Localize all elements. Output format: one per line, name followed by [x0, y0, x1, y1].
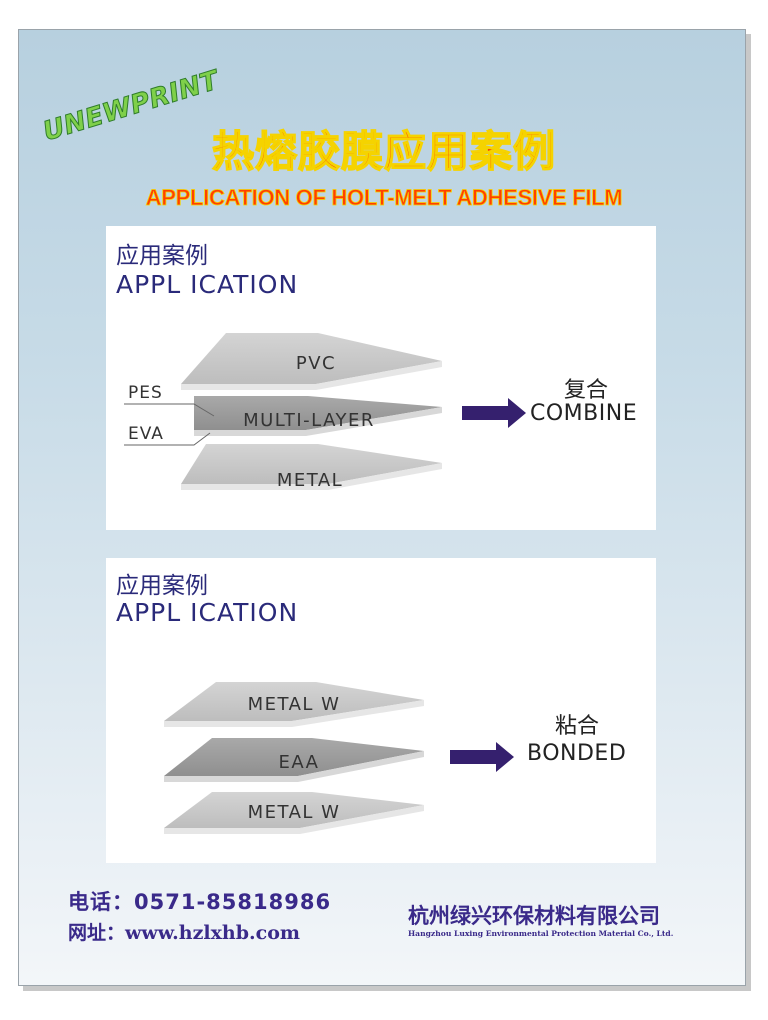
side-label-pes: PES [128, 383, 163, 403]
layer-metal: METAL [181, 444, 442, 491]
layer-stack-diagram: PVC MULTI-LAYER METAL PES EVA [124, 333, 526, 491]
layer-multi: MULTI-LAYER [194, 396, 442, 436]
result-en: BONDED [527, 741, 627, 766]
contact-phone: 电话：0571-85818986 [68, 890, 332, 914]
layer-label-metal-w-top: METAL W [248, 694, 341, 715]
right-arrow-icon [450, 742, 514, 772]
result-cn: 复合 [563, 378, 608, 403]
layer-metal-w-bottom: METAL W [164, 792, 424, 834]
leader-line-eva [124, 432, 211, 446]
panel-heading-cn: 应用案例 [116, 243, 208, 269]
right-arrow-icon [462, 398, 526, 428]
panel-heading-en: APPL ICATION [116, 270, 299, 299]
layer-label-pvc: PVC [296, 353, 336, 374]
layer-pvc: PVC [181, 333, 442, 390]
layer-label-multi-layer: MULTI-LAYER [243, 410, 375, 431]
layer-label-metal: METAL [277, 470, 343, 491]
application-panel-combine: 应用案例 APPL ICATION PVC MULTI-LAYER META [106, 226, 656, 530]
layer-metal-w-top: METAL W [164, 682, 424, 727]
side-label-eva: EVA [128, 424, 164, 444]
layer-stack-diagram: METAL W EAA METAL W [164, 682, 514, 834]
layer-label-eaa: EAA [278, 752, 319, 773]
page-title-en: APPLICATION OF HOLT-MELT ADHESIVE FILM [145, 185, 623, 211]
page-title-cn: 热熔胶膜应用案例 [211, 126, 556, 177]
leader-line-pes [124, 403, 215, 417]
result-en: COMBINE [530, 401, 638, 426]
company-name-en: Hangzhou Luxing Environmental Protection… [408, 929, 674, 938]
application-panel-bonded: 应用案例 APPL ICATION METAL W EAA METAL [106, 558, 656, 863]
company-name-cn: 杭州绿兴环保材料有限公司 [408, 904, 660, 928]
panel-heading-cn: 应用案例 [116, 573, 208, 599]
layer-eaa: EAA [164, 738, 424, 782]
result-cn: 粘合 [554, 714, 599, 739]
layer-label-metal-w-bottom: METAL W [248, 802, 341, 823]
panel-heading-en: APPL ICATION [116, 598, 299, 627]
contact-website[interactable]: 网址：www.hzlxhb.com [68, 922, 300, 944]
